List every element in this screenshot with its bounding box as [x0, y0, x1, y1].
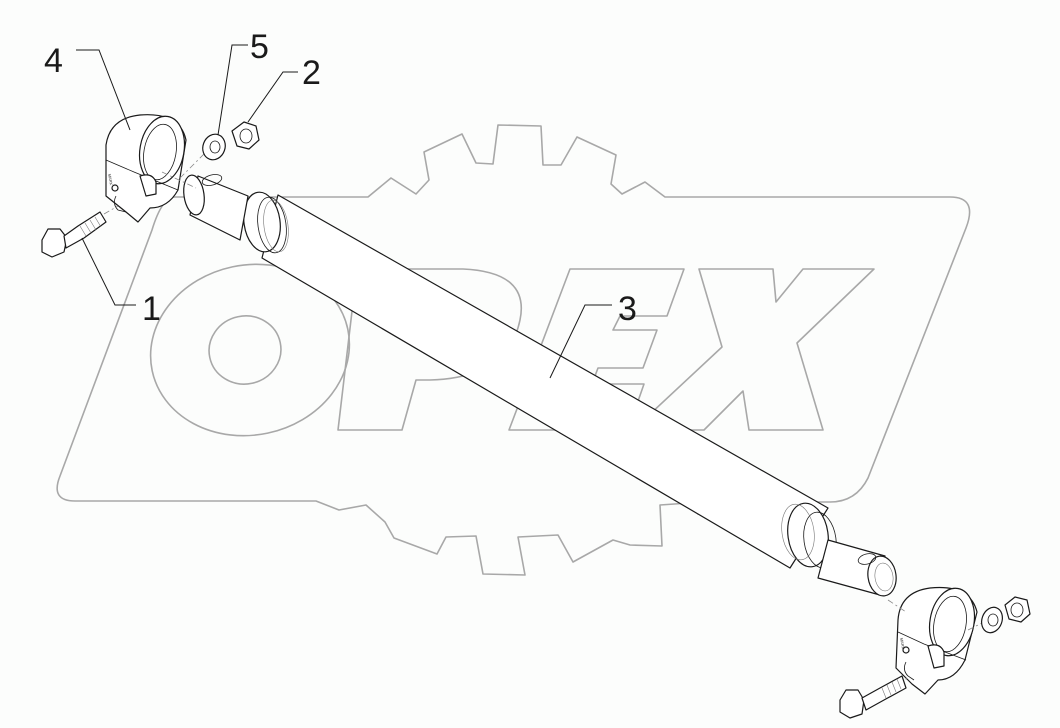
centerline-bottom — [887, 599, 907, 613]
centerline-top — [161, 171, 197, 189]
svg-text:MARK: MARK — [899, 637, 906, 650]
leader-4 — [76, 49, 131, 131]
centerline-bolt — [103, 205, 119, 215]
clamp-part-4-bottom: MARK — [895, 586, 978, 695]
nut-part-2-bottom — [1004, 596, 1031, 623]
leader-3 — [549, 304, 612, 379]
callout-5: 5 — [250, 28, 269, 66]
leader-5 — [217, 44, 248, 136]
nut-part-2-top — [231, 121, 260, 150]
bolt-part-1-top — [41, 211, 107, 258]
callout-1: 1 — [142, 290, 161, 328]
watermark-letter-o — [149, 263, 351, 437]
washer-part-5-bottom — [981, 606, 1003, 634]
watermark-letter-x — [632, 268, 875, 431]
washer-part-5-top — [202, 133, 226, 161]
leader-1 — [81, 237, 136, 306]
svg-text:MARK: MARK — [107, 173, 114, 186]
bolt-part-1-bottom — [839, 675, 907, 719]
callout-2: 2 — [302, 54, 321, 92]
leader-2 — [247, 71, 298, 123]
cylinder-part-3 — [183, 174, 897, 597]
centerline-top-washer — [179, 149, 209, 179]
callout-3: 3 — [618, 290, 637, 328]
leader-lines — [76, 44, 612, 379]
clamp-part-4-top: MARK — [105, 114, 187, 223]
callout-4: 4 — [44, 42, 63, 80]
